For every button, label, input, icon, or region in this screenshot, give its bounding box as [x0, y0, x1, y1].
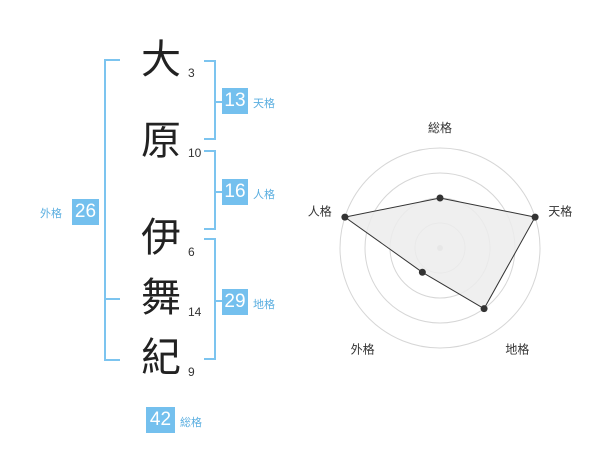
tenkaku-value: 13: [222, 88, 248, 114]
radar-point-3: [480, 305, 488, 313]
radar-area: [343, 197, 536, 310]
tenkaku-bracket: [204, 60, 216, 140]
chikaku-value: 29: [222, 289, 248, 315]
radar-axis-label-5: 人格: [308, 204, 332, 219]
stroke-count-5: 9: [188, 365, 195, 379]
stroke-count-3: 6: [188, 245, 195, 259]
radar-point-1: [436, 194, 444, 202]
jinkaku-label: 人格: [253, 188, 275, 201]
soukaku-value: 42: [146, 407, 175, 433]
stroke-count-4: 14: [188, 305, 202, 319]
radar-grid-ring: [339, 147, 541, 349]
gaikaku-divider: [104, 298, 120, 300]
tenkaku-connector: [216, 101, 222, 103]
name-char-3: 伊: [141, 215, 181, 261]
gaikaku-bracket: [104, 59, 120, 361]
name-char-2: 原: [141, 118, 181, 164]
stroke-count-1: 3: [188, 66, 195, 80]
radar-axis-label-4: 外格: [351, 341, 375, 356]
radar-axis-label-1: 総格: [428, 120, 452, 135]
name-char-4: 舞: [141, 275, 181, 321]
radar-axis-label-3: 地格: [505, 341, 529, 356]
name-char-5: 紀: [141, 335, 181, 381]
name-char-1: 大: [141, 37, 181, 83]
chikaku-bracket: [204, 238, 216, 360]
radar-axis-label-2: 天格: [548, 204, 572, 219]
radar-point-5: [341, 213, 349, 221]
chikaku-label: 地格: [253, 298, 275, 311]
soukaku-label: 総格: [180, 416, 202, 429]
gaikaku-label: 外格: [40, 207, 62, 220]
jinkaku-connector: [216, 191, 222, 193]
chikaku-connector: [216, 300, 222, 302]
gaikaku-value: 26: [72, 199, 99, 225]
stroke-count-2: 10: [188, 146, 202, 160]
jinkaku-bracket: [204, 150, 216, 230]
tenkaku-label: 天格: [253, 97, 275, 110]
radar-point-4: [418, 268, 426, 276]
radar-point-2: [531, 213, 539, 221]
jinkaku-value: 16: [222, 179, 248, 205]
